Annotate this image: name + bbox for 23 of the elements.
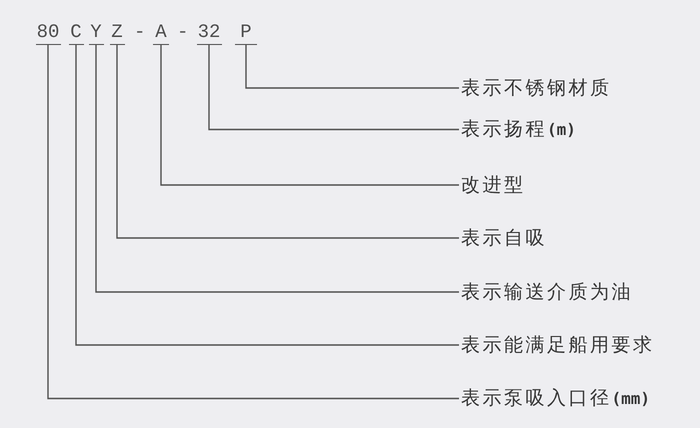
code-segment: 32 <box>196 18 222 45</box>
description-label: 表示扬程(m) <box>461 117 576 142</box>
description-label: 表示能满足船用要求 <box>461 333 654 357</box>
leader-line <box>95 45 459 293</box>
leader-line <box>208 45 459 130</box>
code-segment: C <box>68 18 84 45</box>
leader-line <box>116 45 459 239</box>
leader-line <box>47 45 459 400</box>
code-segment: Y <box>88 18 104 45</box>
description-label: 表示泵吸入口径(mm) <box>461 386 650 411</box>
separator-dash: - <box>177 21 188 43</box>
code-segment: P <box>235 18 257 45</box>
leader-line <box>160 45 459 186</box>
code-segment: Z <box>110 18 124 45</box>
description-label: 表示输送介质为油 <box>461 280 633 304</box>
leader-line <box>245 45 459 89</box>
description-label: 改进型 <box>461 173 526 197</box>
description-label: 表示自吸 <box>461 226 547 250</box>
description-label: 表示不锈钢材质 <box>461 76 612 100</box>
code-segment: A <box>153 18 169 45</box>
code-segment: 80 <box>36 18 60 45</box>
separator-dash: - <box>134 21 146 43</box>
leader-line <box>75 45 459 346</box>
